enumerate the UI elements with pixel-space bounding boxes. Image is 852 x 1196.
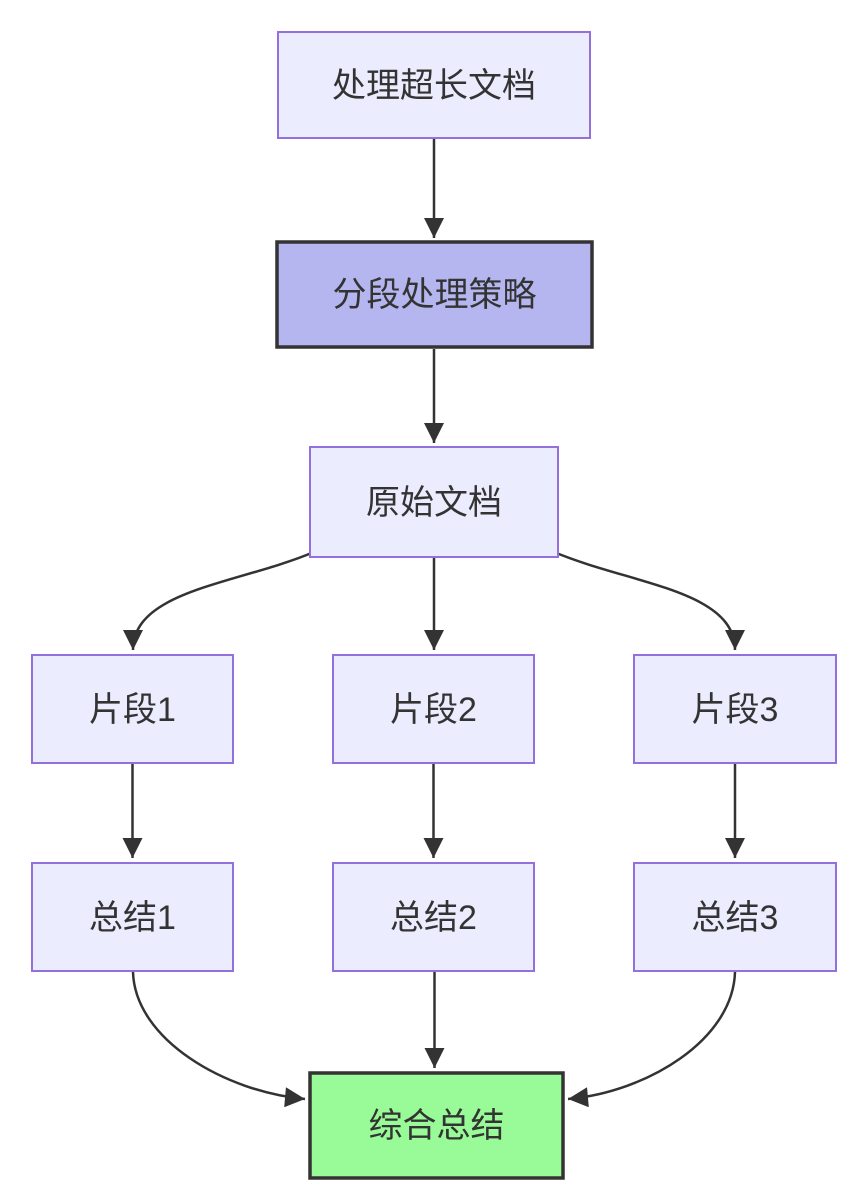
- edge-source-chunk1: [123, 550, 315, 651]
- node-final-label: 综合总结: [369, 1107, 505, 1145]
- node-summary3-label: 总结3: [692, 899, 779, 937]
- node-strategy-box: [275, 240, 594, 349]
- node-root-label: 处理超长文档: [332, 67, 536, 105]
- node-source-box: [309, 446, 559, 558]
- node-root: 处理超长文档: [277, 31, 591, 139]
- node-chunk1-label: 片段1: [89, 691, 176, 729]
- node-chunk2: 片段2: [332, 654, 535, 764]
- node-root-box: [277, 31, 591, 139]
- node-summary2-label: 总结2: [390, 899, 477, 937]
- node-summary1: 总结1: [31, 862, 234, 972]
- node-chunk3-label: 片段3: [692, 691, 779, 729]
- node-strategy-label: 分段处理策略: [333, 276, 537, 314]
- edge-layer: [122, 139, 745, 1108]
- node-layer: 处理超长文档 分段处理策略 原始文档 片段1 片段2 片段3 总结1: [31, 31, 837, 1180]
- node-strategy: 分段处理策略: [275, 240, 594, 349]
- node-source: 原始文档: [309, 446, 559, 558]
- node-chunk3-box: [633, 654, 837, 764]
- node-final: 综合总结: [308, 1071, 565, 1180]
- node-chunk2-label: 片段2: [390, 691, 477, 729]
- node-summary1-box: [31, 862, 234, 972]
- node-chunk1: 片段1: [31, 654, 234, 764]
- node-summary3-box: [633, 862, 837, 972]
- node-chunk1-box: [31, 654, 234, 764]
- node-final-box: [308, 1071, 565, 1180]
- edge-source-chunk3: [553, 550, 745, 651]
- node-summary3: 总结3: [633, 862, 837, 972]
- node-chunk2-box: [332, 654, 535, 764]
- node-summary2-box: [332, 862, 535, 972]
- node-source-label: 原始文档: [366, 484, 502, 522]
- edge-summary3-final: [567, 971, 737, 1108]
- edge-summary1-final: [131, 971, 306, 1108]
- node-summary2: 总结2: [332, 862, 535, 972]
- node-chunk3: 片段3: [633, 654, 837, 764]
- node-summary1-label: 总结1: [89, 899, 176, 937]
